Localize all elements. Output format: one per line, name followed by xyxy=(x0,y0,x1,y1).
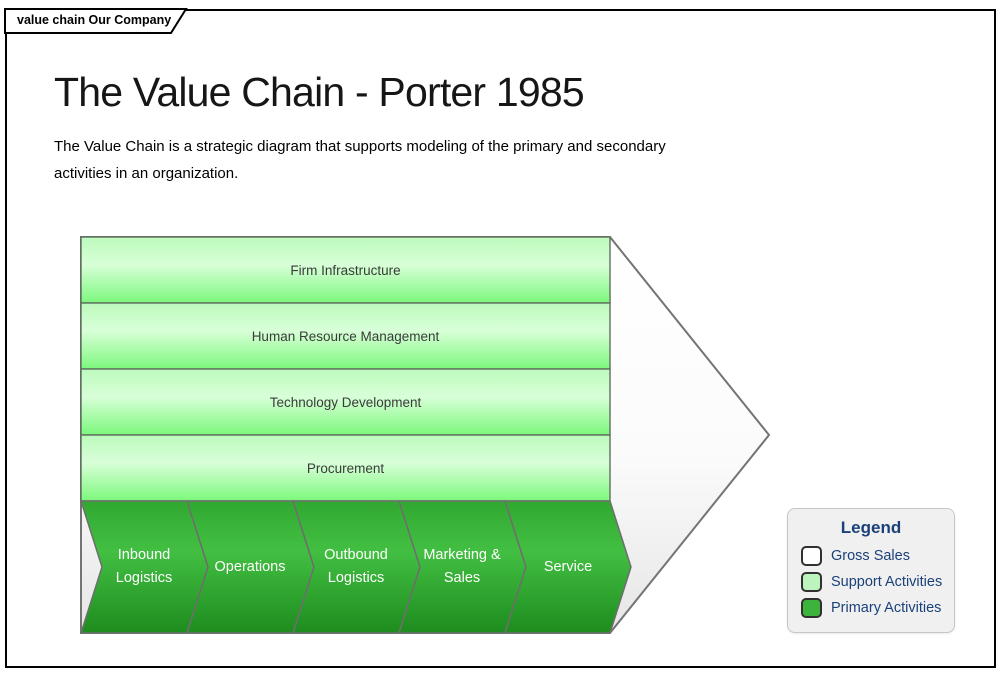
legend-row-primary-activities: Primary Activities xyxy=(801,597,954,618)
diagram-tab-shape xyxy=(4,8,188,34)
support-activities-swatch xyxy=(801,571,822,592)
legend-title: Legend xyxy=(840,518,902,537)
legend-rows: Gross Sales Support Activities Primary A… xyxy=(801,545,954,618)
legend-item-label: Gross Sales xyxy=(831,547,910,564)
chevron-label-operations[interactable]: Operations xyxy=(214,558,286,575)
primary-activities-swatch xyxy=(801,597,822,618)
band-label-firm-infrastructure[interactable]: Firm Infrastructure xyxy=(290,262,401,278)
band-procurement[interactable] xyxy=(80,434,611,502)
band-label-human-resource-management[interactable]: Human Resource Management xyxy=(251,328,440,344)
chevron-label-marketing-sales[interactable]: Marketing & Sales xyxy=(423,547,501,586)
legend-panel[interactable]: Legend Gross Sales Support Activities Pr… xyxy=(787,508,955,633)
diagram-tab[interactable]: value chain Our Company xyxy=(17,13,172,27)
chevron-label-service[interactable]: Service xyxy=(543,558,593,575)
chevron-label-inbound-logistics[interactable]: Inbound Logistics xyxy=(115,547,173,586)
page-title: The Value Chain - Porter 1985 xyxy=(54,69,585,115)
band-label-procurement[interactable]: Procurement xyxy=(306,460,385,476)
page-description: The Value Chain is a strategic diagram t… xyxy=(54,138,666,182)
gross-sales-swatch xyxy=(801,545,822,566)
legend-row-support-activities: Support Activities xyxy=(801,571,954,592)
legend-row-gross-sales: Gross Sales xyxy=(801,545,954,566)
legend-item-label: Support Activities xyxy=(831,573,943,590)
band-label-technology-development[interactable]: Technology Development xyxy=(269,394,422,410)
legend-item-label: Primary Activities xyxy=(831,599,942,616)
chevron-service[interactable] xyxy=(504,500,632,634)
chevron-label-outbound-logistics[interactable]: Outbound Logistics xyxy=(324,547,388,586)
